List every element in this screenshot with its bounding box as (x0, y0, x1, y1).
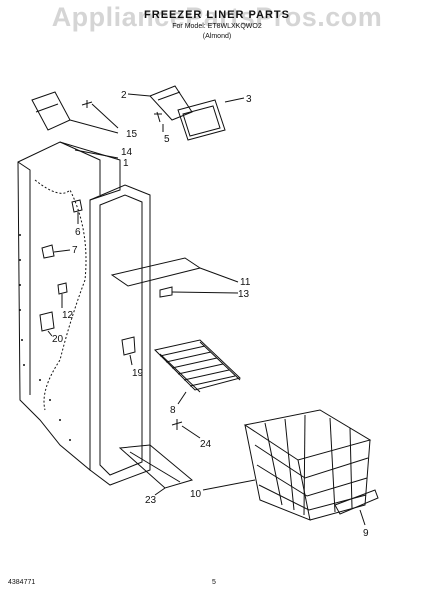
part-10 (243, 409, 372, 521)
callout-1: 1 (123, 158, 129, 169)
diagram-title: FREEZER LINER PARTS (144, 9, 290, 21)
callout-3: 3 (246, 94, 252, 105)
part-8 (154, 339, 241, 393)
part-7 (41, 244, 55, 259)
callout-6: 6 (75, 227, 81, 238)
part-3 (177, 99, 226, 141)
part-2 (149, 85, 193, 121)
part-6 (71, 199, 83, 213)
callout-19: 19 (132, 368, 144, 379)
callout-5: 5 (164, 134, 170, 145)
part-5 (154, 111, 162, 123)
part-15 (81, 100, 93, 108)
callout-14: 14 (121, 147, 133, 158)
model-subtitle: For Model: ET8WLXKQWO2 (172, 23, 262, 30)
part-13 (159, 286, 173, 298)
callout-23: 23 (145, 495, 157, 506)
part-11 (110, 257, 202, 287)
document-number: 4384771 (8, 579, 36, 586)
callout-9: 9 (363, 528, 369, 539)
part-19 (121, 336, 136, 356)
callout-2: 2 (121, 90, 127, 101)
part-24 (171, 419, 183, 430)
callout-11: 11 (240, 277, 251, 288)
watermark: AppliancePartsPros.com (51, 2, 383, 32)
callout-13: 13 (238, 289, 250, 300)
callout-20: 20 (52, 334, 64, 345)
callout-7: 7 (72, 245, 78, 256)
part-23 (118, 444, 194, 489)
page-number: 5 (212, 579, 216, 586)
part-20 (39, 311, 55, 332)
callout-15: 15 (126, 129, 138, 140)
part-9 (334, 489, 379, 515)
part-12 (57, 282, 68, 295)
callout-12: 12 (62, 310, 74, 321)
liner-flange (89, 184, 151, 486)
callout-24: 24 (200, 439, 212, 450)
color-note: (Almond) (202, 33, 232, 40)
callout-10: 10 (190, 489, 202, 500)
callout-8: 8 (170, 405, 176, 416)
